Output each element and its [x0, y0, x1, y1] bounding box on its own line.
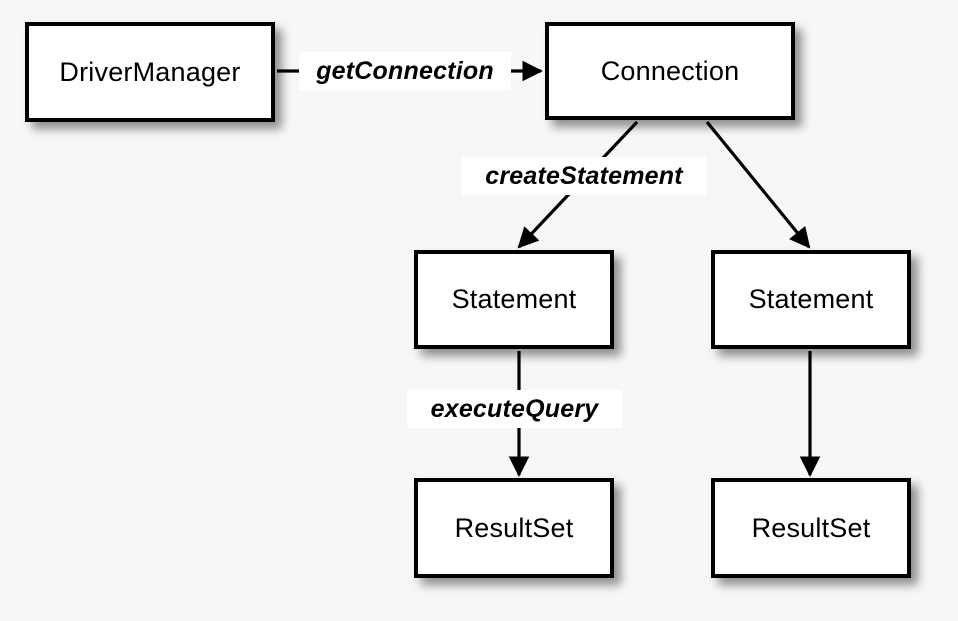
node-resultset-left[interactable]: ResultSet: [414, 478, 614, 578]
node-statement-right[interactable]: Statement: [711, 250, 911, 349]
edge-label-executequery: executeQuery: [407, 390, 622, 428]
node-connection[interactable]: Connection: [545, 22, 795, 120]
node-connection-label: Connection: [600, 55, 740, 86]
node-resultset-left-label: ResultSet: [454, 512, 574, 543]
node-statement-right-label: Statement: [748, 284, 874, 314]
node-drivermanager-label: DriverManager: [59, 56, 241, 87]
edge-createstatement-right: [705, 120, 811, 249]
edge-label-createstatement: createStatement: [462, 157, 706, 195]
node-resultset-right[interactable]: ResultSet: [711, 478, 911, 578]
node-statement-left-label: Statement: [451, 284, 577, 314]
node-statement-left[interactable]: Statement: [414, 250, 614, 349]
node-resultset-right-label: ResultSet: [751, 512, 871, 543]
node-drivermanager[interactable]: DriverManager: [25, 22, 275, 122]
edge-label-getconnection: getConnection: [299, 52, 511, 90]
